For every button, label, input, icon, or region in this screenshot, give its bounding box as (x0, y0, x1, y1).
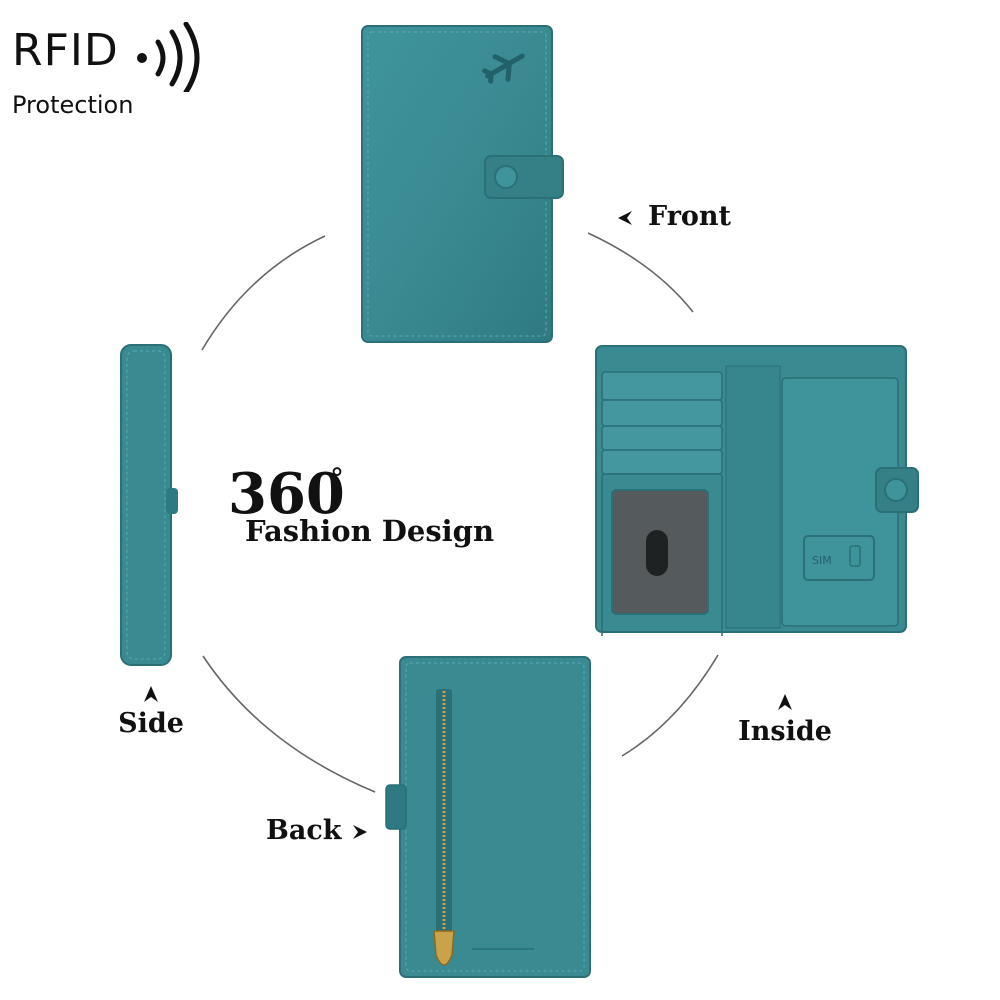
arc-top-right (587, 232, 694, 313)
arrow-up-icon (778, 694, 792, 710)
zipper-pull-icon (433, 930, 455, 966)
rfid-subtitle: Protection (12, 91, 134, 119)
headline-number: 360 (228, 461, 345, 527)
headline: 360 ° Fashion Design (228, 462, 528, 562)
wallet-side-image (120, 344, 178, 666)
rfid-title: RFID (12, 25, 119, 76)
label-inside: Inside (737, 690, 833, 748)
arrow-right-icon (353, 824, 368, 839)
headline-subtitle: Fashion Design (245, 514, 495, 548)
wallet-inside-image: SIM (595, 345, 919, 636)
label-inside-text: Inside (738, 716, 832, 747)
wallet-front-image (361, 25, 564, 343)
headline-degree: ° (330, 462, 344, 495)
arrow-left-icon (618, 210, 632, 225)
arc-top-left (201, 235, 326, 351)
arc-bottom-left (202, 655, 376, 793)
label-side: Side (111, 682, 191, 740)
rfid-signal-icon (137, 22, 200, 92)
arc-bottom-right (621, 654, 719, 757)
label-back: Back (266, 815, 369, 847)
rfid-badge: RFID Protection (12, 22, 212, 132)
airplane-icon (482, 53, 525, 84)
wallet-back-image (385, 656, 591, 978)
sim-emboss-text: SIM (812, 554, 832, 567)
label-side-text: Side (118, 708, 184, 739)
label-front: Front (616, 201, 731, 233)
label-back-text: Back (266, 815, 342, 846)
label-front-text: Front (648, 201, 732, 232)
zipper (433, 689, 534, 966)
arrow-up-icon (144, 686, 158, 702)
